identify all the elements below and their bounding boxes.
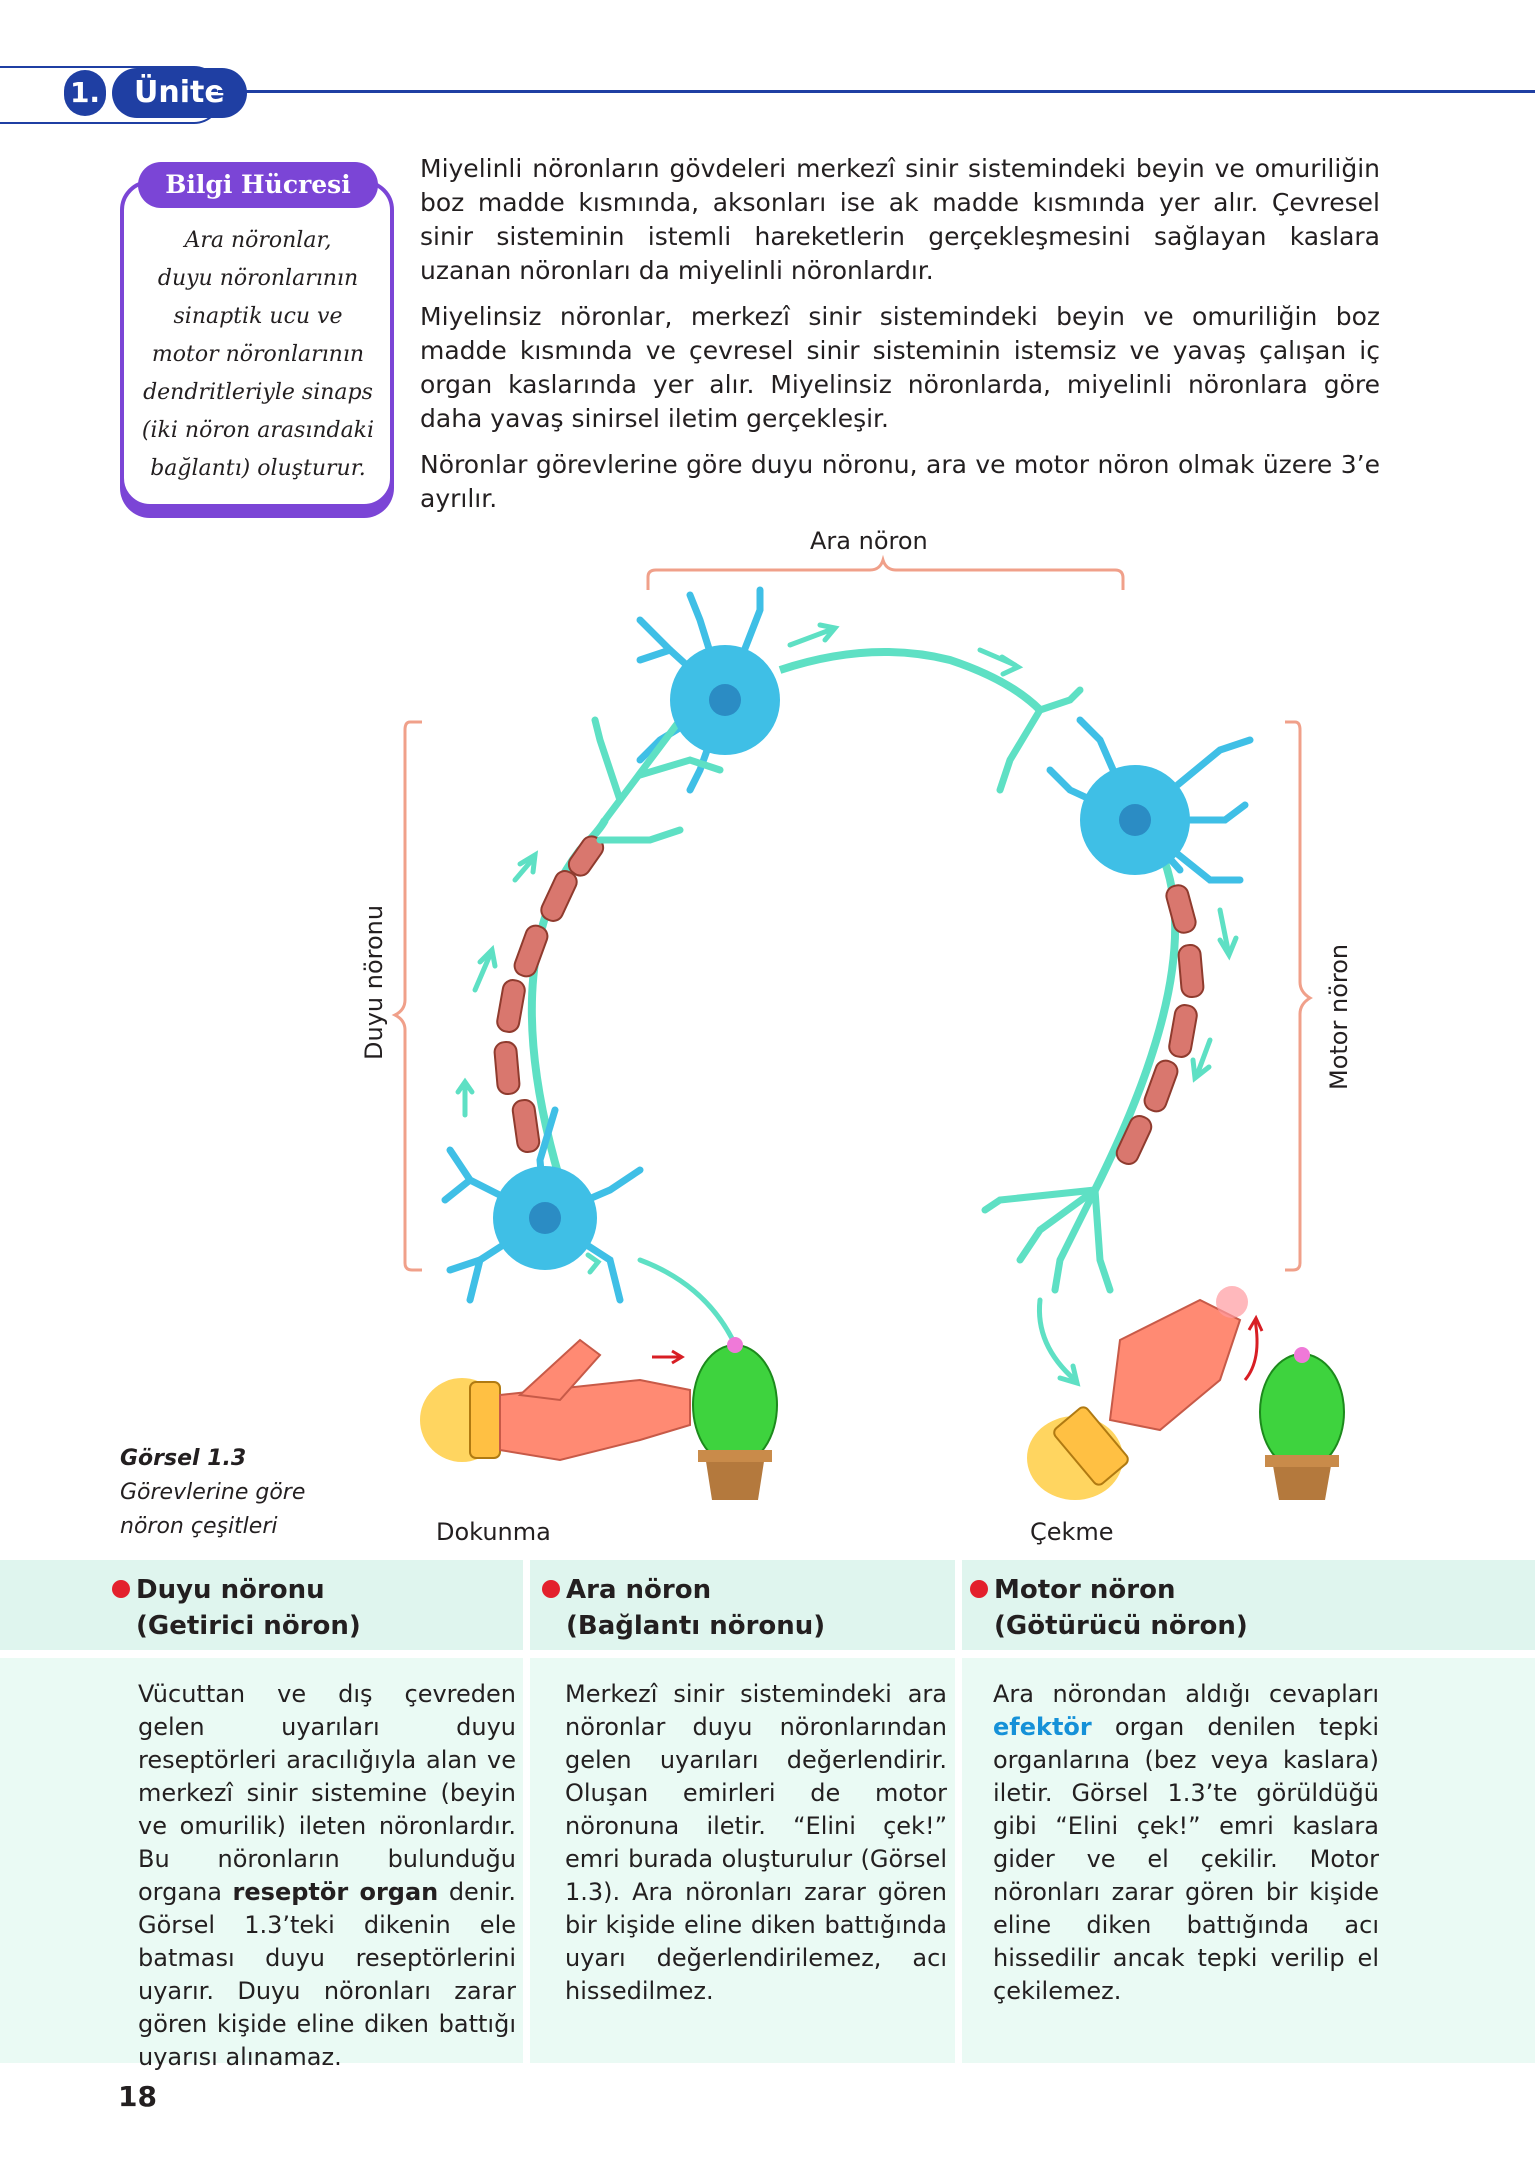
cactus-right [1259,1347,1345,1500]
motor-myelin [1115,884,1205,1166]
paragraph-1: Miyelinli nöronların gövdeleri merkezî s… [420,154,1380,285]
column-title-line: Motor nöron [994,1575,1176,1605]
caption-text: Görevlerine göre nöron çeşitleri [120,1480,306,1539]
duyu-myelin [493,835,605,1153]
info-box [120,180,394,508]
info-line: (iki nöron arasındaki [141,418,375,443]
efektor-term: efektör [993,1713,1092,1741]
hand-left [420,1338,691,1462]
column-ara-body [530,1658,955,2063]
red-arrows [652,1314,1264,1381]
neuron-figure [391,554,1345,1500]
info-line: dendritleriyle sinaps [143,380,373,405]
info-box-text: Ara nöronlar, duyu nöronlarının sinaptik… [130,222,386,488]
info-box-label: Bilgi Hücresi [138,162,378,208]
column-subtitle: (Götürücü nöron) [994,1611,1248,1641]
neuron-bodies [493,645,1190,1270]
header-rule [218,90,1535,93]
column-motor-header [962,1560,1535,1650]
column-duyu-text: Vücuttan ve dış çevreden gelen uyarıları… [138,1678,516,2074]
duyu-bracket [391,720,422,1272]
column-motor-title: Motor nöron (Götürücü nöron) [970,1572,1248,1644]
caption-title: Görsel 1.3 [120,1446,247,1471]
info-line: motor nöronlarının [151,342,365,367]
text-segment: Vücuttan ve dış çevreden gelen uyarıları… [138,1680,516,1906]
paragraph-3: Nöronlar görevlerine göre duyu nöronu, a… [420,450,1380,513]
signal-arrows [455,622,1239,1387]
column-motor-text: Ara nörondan aldığı cevapları efektör or… [993,1678,1379,2008]
bullet-icon [970,1580,988,1598]
text-segment: Ara nörondan aldığı cevapları [993,1680,1379,1708]
bullet-icon [542,1580,560,1598]
hand-right [1027,1286,1248,1500]
text-segment: organ denilen tepki organlarına (bez vey… [993,1713,1379,2005]
bold-term: reseptör organ [232,1878,439,1906]
label-ara-noron: Ara nöron [810,527,928,555]
cactus-left [692,1337,778,1500]
label-duyu-noronu: Duyu nöronu [360,904,388,1060]
info-line: bağlantı) oluşturur. [150,456,366,481]
text-segment: Merkezî sinir sistemindeki ara nöronlar … [565,1680,947,2005]
info-line: duyu nöronlarının [157,266,359,291]
terminal-branches [591,686,1114,1294]
page-number: 18 [118,2080,157,2113]
ara-axon [778,648,1043,713]
column-ara-title: Ara nöron (Bağlantı nöronu) [542,1572,825,1644]
column-motor-body [962,1658,1535,2063]
info-line: sinaptik ucu ve [173,304,343,329]
column-duyu-body [0,1658,523,2063]
unit-title: Ünite [112,68,247,118]
figure-caption: Görsel 1.3 Görevlerine göre nöron çeşitl… [120,1442,360,1544]
unit-number: 1. [64,70,106,116]
column-subtitle: (Bağlantı nöronu) [566,1611,826,1641]
text-segment: denir. Görsel 1.3’teki dikenin ele batma… [138,1878,516,2071]
column-title-line: Ara nöron [566,1575,712,1605]
column-ara-text: Merkezî sinir sistemindeki ara nöronlar … [565,1678,947,2008]
column-ara-header [530,1560,955,1650]
motor-bracket [1285,720,1313,1272]
label-dokunma: Dokunma [436,1518,551,1546]
motor-axon [1091,848,1180,1192]
paragraph-2: Miyelinsiz nöronlar, merkezî sinir siste… [420,302,1380,433]
column-duyu-title: Duyu nöronu (Getirici nöron) [112,1572,361,1644]
column-subtitle: (Getirici nöron) [136,1611,361,1641]
label-cekme: Çekme [1030,1518,1114,1546]
bullet-icon [112,1580,130,1598]
ara-bracket [646,554,1125,590]
label-motor-noron: Motor nöron [1325,943,1353,1090]
column-title-line: Duyu nöronu [136,1575,325,1605]
column-duyu-header [0,1560,523,1650]
info-line: Ara nöronlar, [184,228,332,253]
